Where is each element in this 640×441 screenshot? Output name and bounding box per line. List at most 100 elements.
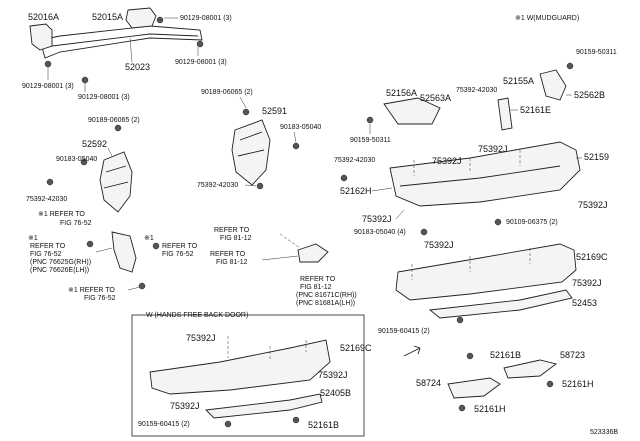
spoiler-58723[interactable] <box>503 359 558 379</box>
label-90129-08001[interactable]: 90129-08001 (3) <box>175 59 227 66</box>
label-75392J[interactable]: 75392J <box>432 156 462 166</box>
retainer-52592-group <box>46 124 133 213</box>
mudguard-note: ※1 W(MUDGUARD) <box>515 15 579 22</box>
screw-icon <box>114 124 122 132</box>
label-90189-06065[interactable]: 90189-06065 (2) <box>201 89 253 96</box>
label-90159-60415[interactable]: 90159-60415 (2) <box>378 328 430 335</box>
label-75392J[interactable]: 75392J <box>170 401 200 411</box>
ref-fig[interactable]: FIG 76-52 <box>60 220 92 227</box>
label-52161E[interactable]: 52161E <box>520 105 551 115</box>
ref-mark: ※1 <box>144 235 154 242</box>
spoiler-58724[interactable] <box>447 377 501 399</box>
box-title: W (HANDS FREE BACK DOOR) <box>146 312 248 319</box>
label-58723[interactable]: 58723 <box>560 350 585 360</box>
label-75392J[interactable]: 75392J <box>186 333 216 343</box>
label-90183-05040[interactable]: 90183-05040 <box>280 124 321 131</box>
label-75392-42030[interactable]: 75392-42030 <box>456 87 497 94</box>
label-52016A[interactable]: 52016A <box>28 12 59 22</box>
label-52162H[interactable]: 52162H <box>340 186 372 196</box>
label-52453[interactable]: 52453 <box>572 298 597 308</box>
pad-52161E[interactable] <box>497 97 513 131</box>
label-90159-50311[interactable]: 90159-50311 <box>350 137 391 144</box>
leader-line <box>395 209 405 220</box>
ref-text: REFER TO <box>214 227 250 234</box>
ref-fig[interactable]: FIG 76-52 <box>30 251 62 258</box>
clip-icon <box>420 228 428 236</box>
bumper-cover-group <box>389 141 581 207</box>
leader-line <box>127 286 141 291</box>
label-52161B[interactable]: 52161B <box>308 420 339 430</box>
absorber-52405B[interactable] <box>205 393 323 419</box>
ref-text: REFER TO <box>162 243 198 250</box>
ref-fig[interactable]: FIG 81-12 <box>300 284 332 291</box>
reflector-group <box>279 233 329 263</box>
label-90159-60415[interactable]: 90159-60415 (2) <box>138 421 190 428</box>
retainer-52591-group <box>231 108 300 190</box>
label-52023[interactable]: 52023 <box>125 62 150 72</box>
clip-icon <box>546 380 554 388</box>
label-75392J[interactable]: 75392J <box>578 200 608 210</box>
label-90129-08001[interactable]: 90129-08001 (3) <box>22 83 74 90</box>
screw-icon <box>292 142 300 150</box>
label-75392J[interactable]: 75392J <box>318 370 348 380</box>
bracket-52156A[interactable] <box>383 97 441 125</box>
label-90129-08001[interactable]: 90129-08001 (3) <box>180 15 232 22</box>
label-75392-42030[interactable]: 75392-42030 <box>197 182 238 189</box>
label-52161B[interactable]: 52161B <box>490 350 521 360</box>
bumper-reinforcement-52023[interactable] <box>39 25 203 59</box>
ref-fig[interactable]: FIG 76-52 <box>162 251 194 258</box>
label-52592[interactable]: 52592 <box>82 139 107 149</box>
dashed-leader <box>413 150 521 176</box>
lower-cover-52169C-box[interactable] <box>149 339 331 395</box>
label-90189-06065[interactable]: 90189-06065 (2) <box>88 117 140 124</box>
label-52015A[interactable]: 52015A <box>92 12 123 22</box>
hands-free-cover-group <box>149 336 331 419</box>
clip-icon <box>138 282 146 290</box>
ref-fig[interactable]: FIG 81-12 <box>216 259 248 266</box>
label-75392-42030[interactable]: 75392-42030 <box>334 157 375 164</box>
label-52159[interactable]: 52159 <box>584 152 609 162</box>
label-52161H[interactable]: 52161H <box>474 404 506 414</box>
bracket-52015A[interactable] <box>125 7 157 29</box>
label-90129-08001[interactable]: 90129-08001 (3) <box>78 94 130 101</box>
screw-icon <box>224 420 232 428</box>
leader-line <box>239 96 247 109</box>
reflector-shape <box>297 243 329 263</box>
label-52155A[interactable]: 52155A <box>503 76 534 86</box>
label-75392J[interactable]: 75392J <box>362 214 392 224</box>
label-52562B[interactable]: 52562B <box>574 90 605 100</box>
label-52161H[interactable]: 52161H <box>562 379 594 389</box>
bracket-52016A[interactable] <box>29 23 53 51</box>
ref-mark: ※1 <box>28 235 38 242</box>
bumper-retainer-52591[interactable] <box>231 119 271 186</box>
ref-pnc: (PNC 81671C(RH)) <box>296 292 357 299</box>
absorber-52453[interactable] <box>428 289 573 319</box>
label-75392J[interactable]: 75392J <box>424 240 454 250</box>
label-52156A[interactable]: 52156A <box>386 88 417 98</box>
label-90109-06375[interactable]: 90109-06375 (2) <box>506 219 558 226</box>
label-52563A[interactable]: 52563A <box>420 93 451 103</box>
bumper-cover-52159[interactable] <box>389 141 581 207</box>
label-75392-42030[interactable]: 75392-42030 <box>26 196 67 203</box>
label-75392J[interactable]: 75392J <box>478 144 508 154</box>
lower-spoiler-group <box>447 352 558 412</box>
ref-fig[interactable]: FIG 76-52 <box>84 295 116 302</box>
ref-fig[interactable]: FIG 81-12 <box>220 235 252 242</box>
lower-cover-52169C[interactable] <box>395 243 577 301</box>
label-90183-05040[interactable]: 90183-05040 (4) <box>354 229 406 236</box>
label-52405B[interactable]: 52405B <box>320 388 351 398</box>
label-52169C[interactable]: 52169C <box>576 252 608 262</box>
label-52591[interactable]: 52591 <box>262 106 287 116</box>
label-52169C[interactable]: 52169C <box>340 343 372 353</box>
label-90159-50311[interactable]: 90159-50311 <box>576 49 617 56</box>
screw-icon <box>80 158 88 166</box>
label-75392J[interactable]: 75392J <box>572 278 602 288</box>
bolt-icon <box>81 76 89 84</box>
label-90183-05040[interactable]: 90183-05040 <box>56 156 97 163</box>
label-58724[interactable]: 58724 <box>416 378 441 388</box>
screw-icon <box>366 116 374 124</box>
leader-line <box>244 184 257 187</box>
leader-line <box>107 147 113 157</box>
bolt-icon <box>196 40 204 48</box>
bracket-52155A[interactable] <box>539 69 567 101</box>
